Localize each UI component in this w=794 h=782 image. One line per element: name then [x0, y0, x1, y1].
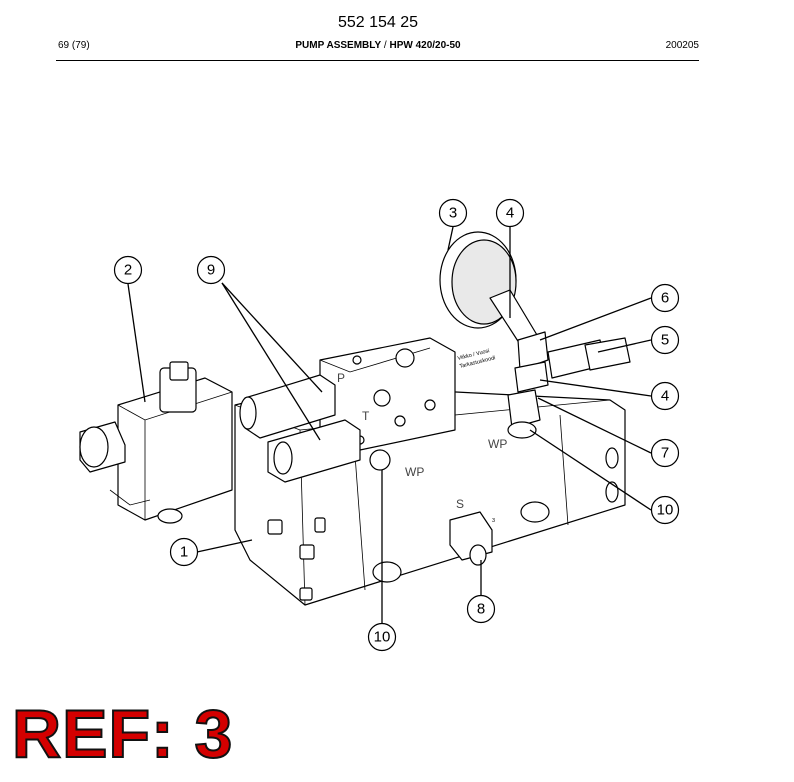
- port-p-label: P: [337, 371, 345, 385]
- callout-4-top: 4: [495, 198, 525, 228]
- document-number: 552 154 25: [337, 14, 419, 31]
- leader-lines: [127, 226, 652, 623]
- svg-text:7: 7: [661, 445, 669, 462]
- callout-10-right: 10: [650, 495, 680, 525]
- svg-text:10: 10: [657, 502, 674, 519]
- svg-text:6: 6: [661, 290, 669, 307]
- svg-text:4: 4: [661, 388, 669, 405]
- port-wp-left-label: WP: [405, 465, 424, 479]
- title-assembly: PUMP ASSEMBLY: [295, 40, 382, 51]
- callout-5: 5: [650, 325, 680, 355]
- callout-9: 9: [196, 255, 226, 285]
- port-t-label: T: [362, 409, 370, 423]
- document-date: 200205: [665, 40, 699, 51]
- page-title: PUMP ASSEMBLY / HPW 420/20-50: [0, 40, 756, 51]
- title-model: HPW 420/20-50: [389, 40, 461, 51]
- page-number: 69 (79): [58, 40, 90, 51]
- callout-6: 6: [650, 283, 680, 313]
- svg-text:8: 8: [477, 601, 485, 618]
- port-wp-right-label: WP: [488, 437, 507, 451]
- title-separator: /: [381, 40, 390, 51]
- svg-text:2: 2: [124, 262, 132, 279]
- port-s-label: S: [456, 497, 464, 511]
- svg-text:4: 4: [506, 205, 514, 222]
- header-rule: [56, 60, 699, 61]
- callout-10-bottom: 10: [367, 622, 397, 652]
- small-mark: 3: [492, 518, 495, 524]
- ref-stamp: REF: 3: [11, 696, 234, 772]
- pressure-gauge: [439, 231, 631, 439]
- svg-text:10: 10: [374, 629, 391, 646]
- svg-text:1: 1: [180, 544, 188, 561]
- callout-7: 7: [650, 438, 680, 468]
- svg-text:5: 5: [661, 332, 669, 349]
- callout-8: 8: [466, 594, 496, 624]
- callout-3: 3: [438, 198, 468, 228]
- svg-text:9: 9: [207, 262, 215, 279]
- left-valve: [79, 361, 233, 524]
- callout-1: 1: [169, 537, 199, 567]
- cartridge-valves: [239, 374, 391, 483]
- callout-4-right: 4: [650, 381, 680, 411]
- callout-2: 2: [113, 255, 143, 285]
- svg-text:3: 3: [449, 205, 457, 222]
